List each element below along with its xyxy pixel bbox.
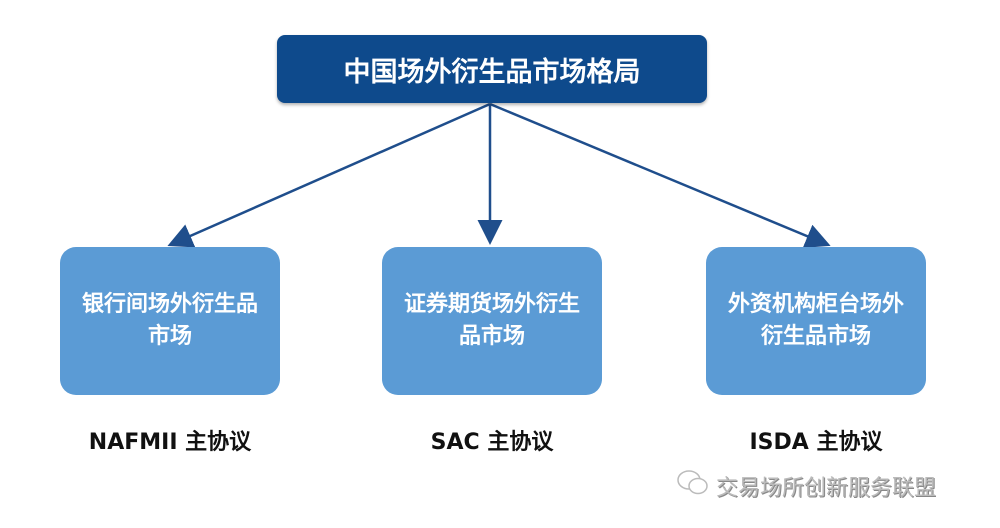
arrow-to-foreign xyxy=(489,102,831,248)
node-securities-futures-market: 证券期货场外衍生品市场 xyxy=(382,247,602,395)
watermark: 交易场所创新服务联盟 xyxy=(676,468,936,504)
watermark-text: 交易场所创新服务联盟 xyxy=(716,476,937,501)
agreement-label-nafmii: NAFMII 主协议 xyxy=(88,430,252,455)
root-node: 中国场外衍生品市场格局 xyxy=(277,35,707,103)
agreement-label-sac: SAC 主协议 xyxy=(430,430,554,455)
arrow-to-interbank xyxy=(167,102,491,248)
agreement-label-isda: ISDA 主协议 xyxy=(749,430,883,455)
node-foreign-institution-market: 外资机构柜台场外衍生品市场 xyxy=(706,247,926,395)
wechat-icon xyxy=(676,468,710,504)
node-interbank-market: 银行间场外衍生品市场 xyxy=(60,247,280,395)
